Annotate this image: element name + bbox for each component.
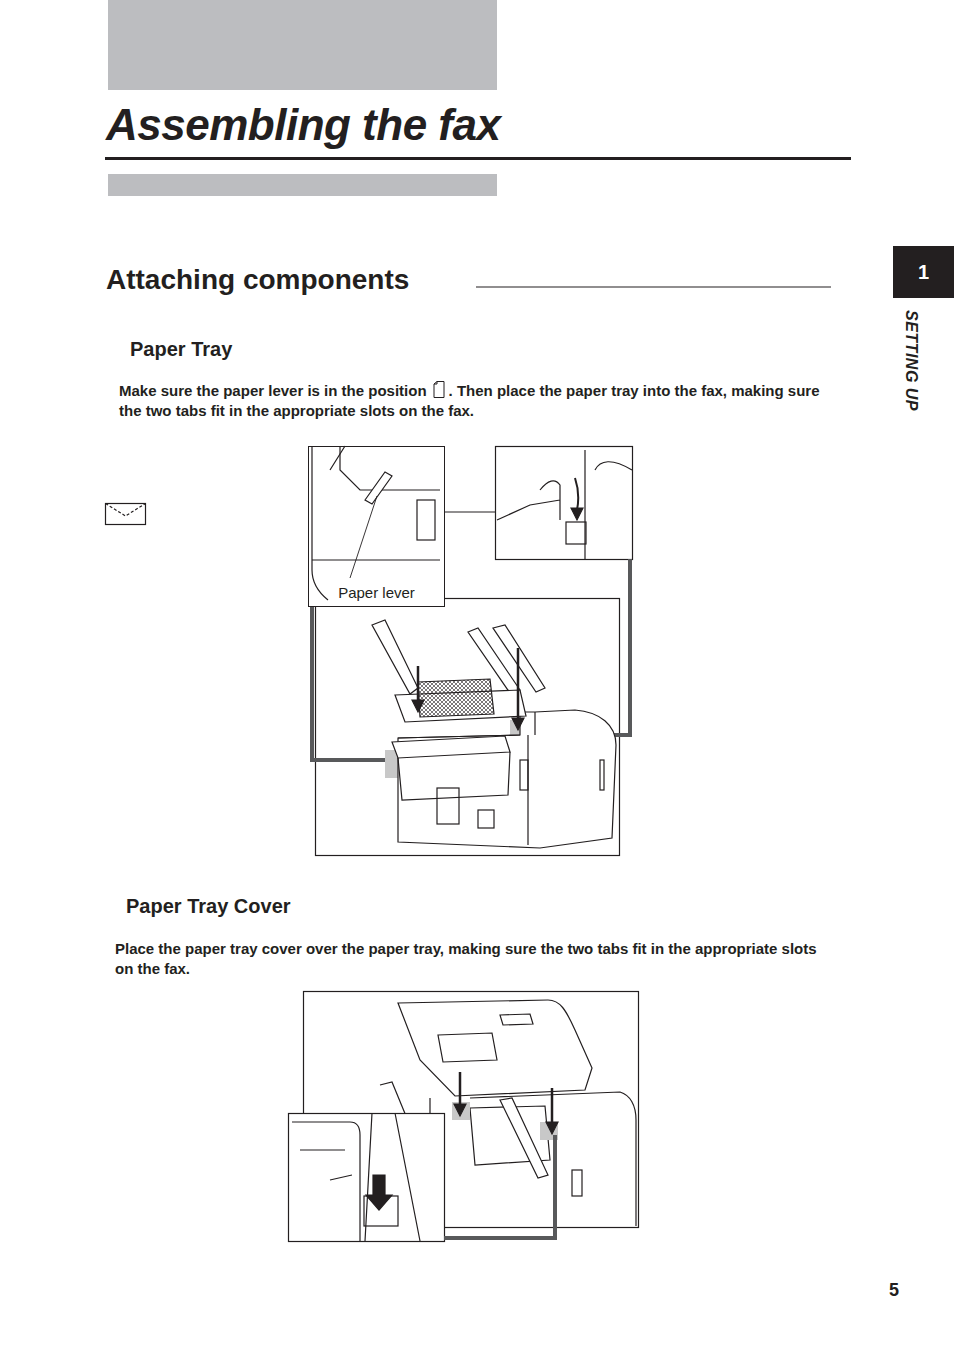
- chapter-tab: 1: [893, 246, 954, 298]
- node-text: Paper lever: [338, 584, 415, 601]
- instruction-text: Place the paper tray cover over the pape…: [115, 939, 827, 979]
- node-text: 1: [918, 261, 929, 284]
- subsection-heading: Paper Tray: [130, 338, 232, 361]
- section-heading: Attaching components: [106, 264, 409, 296]
- paper-position-icon: [433, 381, 445, 398]
- page-number: 5: [889, 1280, 899, 1301]
- paper-tray-figure: [308, 446, 633, 856]
- page-title: Assembling the fax: [106, 100, 500, 150]
- instruction-paragraph: Make sure the paper lever is in the posi…: [119, 381, 834, 421]
- envelope-icon: [106, 504, 146, 525]
- paper-tray-cover-figure: [289, 992, 639, 1242]
- header-bars: [105, 0, 851, 287]
- instruction-text: Make sure the paper lever is in the posi…: [119, 382, 427, 399]
- chapter-label: SETTING UP: [902, 310, 920, 411]
- subsection-heading: Paper Tray Cover: [126, 895, 291, 918]
- inset-frame: Paper lever: [308, 446, 445, 607]
